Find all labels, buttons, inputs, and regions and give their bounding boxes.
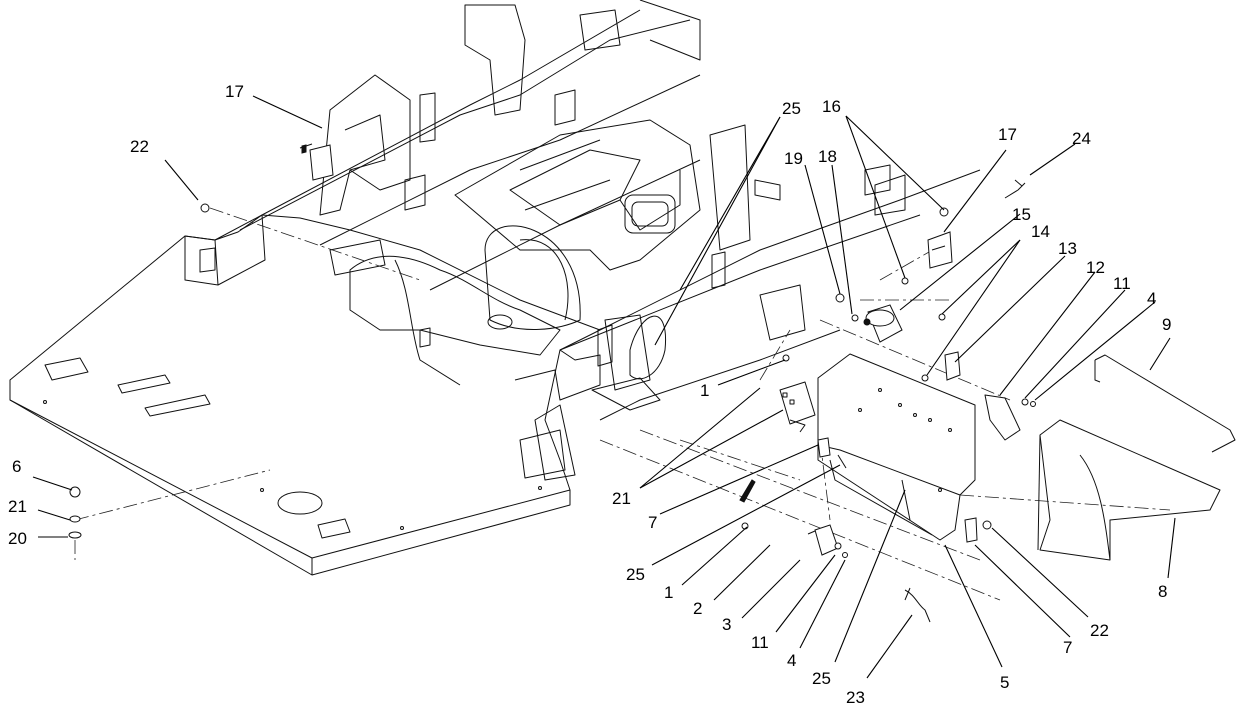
cover bbox=[1037, 419, 1221, 561]
callout-24: 24 bbox=[1072, 129, 1091, 148]
solenoid bbox=[863, 304, 903, 343]
callout-13: 13 bbox=[1058, 239, 1077, 258]
callout-7: 7 bbox=[648, 513, 657, 532]
callout-21: 21 bbox=[612, 489, 631, 508]
callout-8: 8 bbox=[1158, 582, 1167, 601]
engine bbox=[329, 119, 701, 411]
bracket-small bbox=[944, 351, 961, 381]
callout-22: 22 bbox=[130, 137, 149, 156]
chassis-frame bbox=[9, 0, 981, 576]
callout-25: 25 bbox=[782, 99, 801, 118]
callout-12: 12 bbox=[1086, 258, 1105, 277]
callout-labels: 17 22 25 16 17 24 19 18 15 14 13 12 11 4… bbox=[8, 82, 1171, 707]
callout-25: 25 bbox=[626, 565, 645, 584]
callout-15: 15 bbox=[1012, 205, 1031, 224]
callout-19: 19 bbox=[784, 149, 803, 168]
callout-1: 1 bbox=[700, 381, 709, 400]
relay-right bbox=[927, 231, 953, 269]
callout-11: 11 bbox=[1113, 274, 1131, 293]
callout-2: 2 bbox=[693, 599, 702, 618]
relay-left bbox=[299, 143, 334, 181]
callout-4: 4 bbox=[1147, 289, 1156, 308]
callout-4: 4 bbox=[787, 651, 796, 670]
deck-front-lip bbox=[184, 235, 219, 286]
callout-17: 17 bbox=[998, 125, 1017, 144]
fasteners bbox=[68, 203, 1036, 558]
assembly-lines bbox=[74, 207, 1171, 601]
leader-lines bbox=[32, 95, 1176, 679]
deck-plate bbox=[9, 214, 601, 559]
left-upright bbox=[319, 74, 411, 216]
callout-21: 21 bbox=[8, 497, 27, 516]
callout-18: 18 bbox=[818, 147, 837, 166]
callout-5: 5 bbox=[1000, 673, 1009, 692]
callout-22: 22 bbox=[1090, 621, 1109, 640]
callout-17: 17 bbox=[225, 82, 244, 101]
wire-harness bbox=[904, 587, 931, 623]
key-switch bbox=[807, 524, 839, 556]
callout-23: 23 bbox=[846, 688, 865, 707]
callout-20: 20 bbox=[8, 529, 27, 548]
callout-14: 14 bbox=[1031, 222, 1050, 241]
callout-25: 25 bbox=[812, 669, 831, 688]
callout-3: 3 bbox=[722, 615, 731, 634]
callout-11: 11 bbox=[751, 633, 769, 652]
callout-7: 7 bbox=[1063, 638, 1072, 657]
rod bbox=[1094, 354, 1236, 453]
callout-6: 6 bbox=[12, 457, 21, 476]
callout-1: 1 bbox=[664, 583, 673, 602]
switch-assembly bbox=[779, 381, 816, 433]
callout-16: 16 bbox=[822, 97, 841, 116]
callout-9: 9 bbox=[1162, 315, 1171, 334]
bracket bbox=[984, 394, 1021, 441]
wire-connector bbox=[1004, 179, 1026, 199]
